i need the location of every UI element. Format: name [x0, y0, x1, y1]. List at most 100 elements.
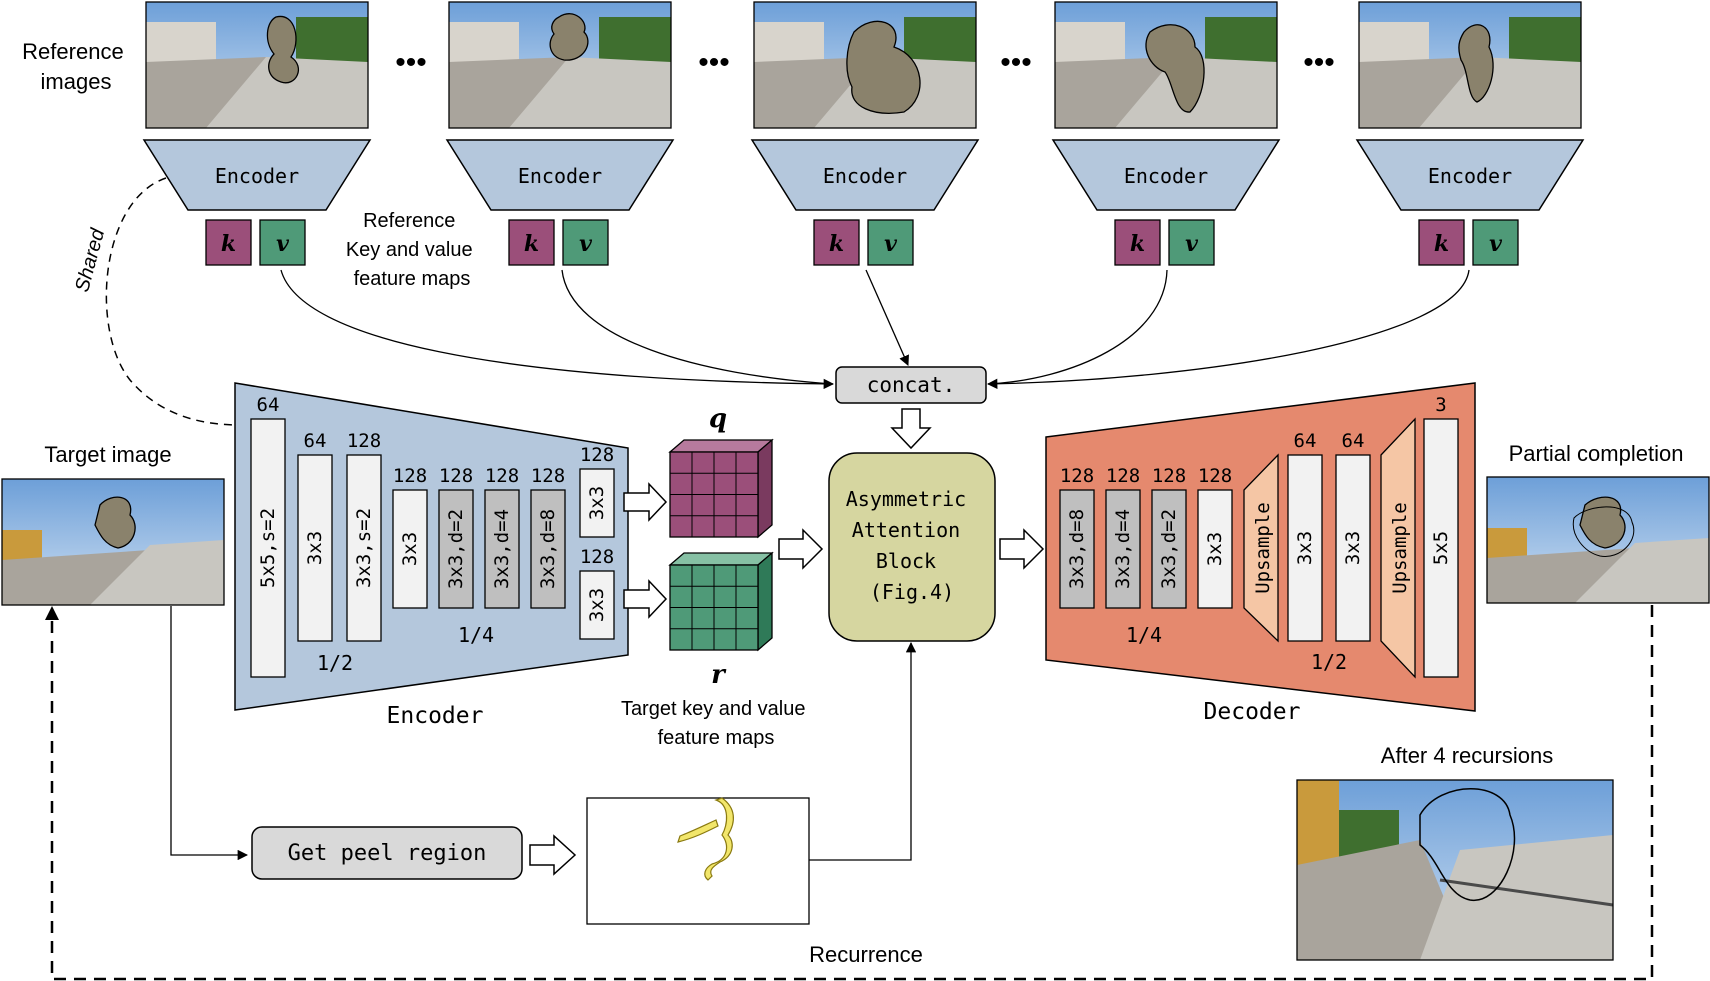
target-image-label: Target image: [44, 442, 171, 467]
layer-channels: 128: [531, 465, 565, 487]
encoder-layer-7: 3x3,d=8 128: [530, 465, 566, 609]
layer-channels: 128: [439, 465, 473, 487]
layer-op: 3x3,d=2: [445, 509, 467, 589]
key-map-2: [508, 219, 555, 266]
reference-encoder-1: [142, 139, 372, 211]
value-label: v: [276, 231, 289, 257]
q-label: q: [709, 404, 727, 434]
layer-channels: 64: [1342, 430, 1365, 452]
ref-curve-1: [280, 269, 835, 390]
reference-encoder-label: Encoder: [518, 164, 602, 188]
key-label: k: [221, 231, 236, 257]
key-label: k: [829, 231, 844, 257]
layer-op: 3x3,d=4: [1112, 509, 1134, 589]
decoder-upsample-1: Upsample: [1243, 453, 1279, 643]
get-peel-region-box: [251, 826, 523, 880]
peel-mask-image: [586, 797, 810, 925]
layer-op: 3x3,d=8: [537, 509, 559, 589]
layer-op: 3x3: [1204, 532, 1226, 566]
decoder-scale-quarter: 1/4: [1126, 623, 1162, 647]
key-label: k: [1434, 231, 1449, 257]
encoder-layer-2: 3x3 64: [297, 430, 333, 642]
mask-to-attention-line: [809, 641, 917, 861]
target-image: [1, 478, 225, 606]
value-map-5: [1472, 219, 1519, 266]
layer-op: 3x3,s=2: [353, 508, 375, 588]
layer-channels: 64: [257, 394, 280, 416]
reference-images-label: Reference images: [22, 39, 130, 94]
encoder-scale-half: 1/2: [317, 651, 353, 675]
decoder-layer-2: 3x3,d=4 128: [1105, 465, 1141, 609]
after-recursions-image: [1296, 779, 1614, 961]
shared-connector: [105, 177, 241, 426]
layer-channels: 128: [1060, 465, 1094, 487]
layer-channels: 128: [1198, 465, 1232, 487]
recurrence-label: Recurrence: [809, 942, 923, 967]
attention-block-label: Asymmetric Attention Block (Fig.4): [846, 487, 978, 604]
ellipsis-4: •••: [1303, 46, 1335, 79]
value-map-3: [867, 219, 914, 266]
layer-op: 3x3: [586, 588, 608, 622]
reference-encoder-3: [750, 139, 980, 211]
get-peel-region-label: Get peel region: [288, 841, 487, 866]
q-feature-cube: [668, 438, 774, 539]
peel-to-mask-arrow: [529, 834, 577, 876]
r-feature-cube: [668, 551, 774, 652]
key-label: k: [524, 231, 539, 257]
layer-channels: 128: [1106, 465, 1140, 487]
asymmetric-attention-block: [828, 452, 996, 642]
target-kv-caption: Target key and value feature maps: [621, 698, 811, 749]
reference-image-2: [448, 1, 672, 129]
value-map-2: [562, 219, 609, 266]
reference-encoder-label: Encoder: [215, 164, 299, 188]
decoder-layer-7: 3x3 64: [1335, 430, 1371, 642]
reference-kv-caption: Reference Key and value feature maps: [346, 210, 478, 290]
layer-op: 3x3: [304, 531, 326, 565]
layer-channels: 128: [580, 546, 614, 568]
value-label: v: [1185, 231, 1198, 257]
layer-channels: 128: [347, 430, 381, 452]
reference-encoder-2: [445, 139, 675, 211]
key-map-4: [1114, 219, 1161, 266]
partial-completion-image: [1486, 476, 1710, 604]
key-label: k: [1130, 231, 1145, 257]
layer-op: 3x3,d=4: [491, 509, 513, 589]
ref-curve-2: [561, 269, 834, 385]
value-map-1: [259, 219, 306, 266]
encoder-scale-quarter: 1/4: [458, 623, 494, 647]
layer-op: Upsample: [1389, 502, 1411, 594]
layer-channels: 128: [393, 465, 427, 487]
encoder-layer-1: 5x5,s=264: [250, 394, 286, 678]
reference-image-4: [1054, 1, 1278, 129]
layer-channels: 64: [1294, 430, 1317, 452]
key-map-1: [205, 219, 252, 266]
reference-image-3: [753, 1, 977, 129]
encoder-trapezoid: [234, 382, 629, 711]
layer-channels: 64: [304, 430, 327, 452]
key-map-3: [813, 219, 860, 266]
decoder-title: Decoder: [1204, 699, 1301, 725]
reference-encoder-4: [1051, 139, 1281, 211]
key-map-5: [1418, 219, 1465, 266]
decoder-layer-6: 3x3 64: [1287, 430, 1323, 642]
partial-completion-label: Partial completion: [1509, 441, 1684, 466]
ref-curve-5: [986, 269, 1470, 390]
layer-op: 3x3: [1294, 531, 1316, 565]
encoder-title: Encoder: [387, 703, 484, 729]
attention-to-decoder-arrow: [999, 528, 1045, 570]
reference-encoder-label: Encoder: [823, 164, 907, 188]
layer-channels: 128: [1152, 465, 1186, 487]
value-label: v: [1489, 231, 1502, 257]
reference-column-3: Encoder k v: [750, 1, 980, 266]
peel-region-shape: [677, 797, 734, 881]
layer-channels: 128: [580, 444, 614, 466]
layer-op: 3x3: [1342, 531, 1364, 565]
layer-op: Upsample: [1252, 502, 1274, 594]
value-label: v: [884, 231, 897, 257]
ref-curve-3: [865, 269, 909, 366]
reference-image-1: [145, 1, 369, 129]
